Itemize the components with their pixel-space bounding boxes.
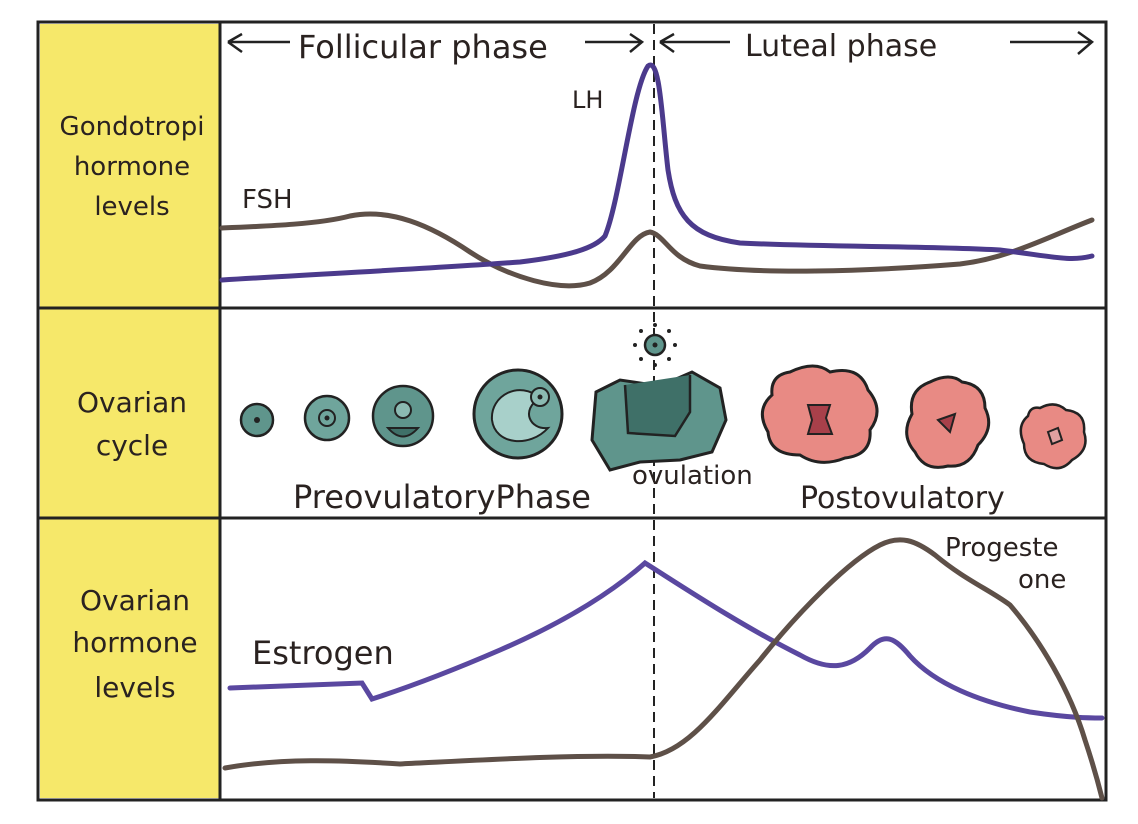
- ovarian-hormone-row-label: Ovarian hormone levels: [72, 584, 197, 704]
- primordial-follicle-icon: [239, 402, 275, 438]
- follicular-phase-label: Follicular phase: [298, 28, 548, 66]
- label-line: cycle: [96, 429, 168, 462]
- label-line: levels: [94, 671, 175, 704]
- ovulation-label: ovulation: [632, 461, 753, 491]
- label-line: levels: [94, 192, 169, 222]
- gonadotropic-row-label: Gondotropi hormone levels: [60, 112, 205, 222]
- lh-curve: [219, 62, 1095, 283]
- label-line: Ovarian: [77, 386, 187, 419]
- luteal-phase-arrow: [659, 30, 1095, 55]
- tertiary-follicle-icon: [472, 368, 564, 460]
- progesterone-label-line-1: Progeste: [945, 533, 1058, 563]
- luteal-phase-label: Luteal phase: [745, 29, 937, 64]
- progesterone-curve: [222, 537, 1105, 801]
- fsh-curve: [219, 211, 1095, 289]
- ovarian-cycle-row-label: Ovarian cycle: [77, 386, 187, 462]
- released-oocyte-icon: [633, 323, 677, 367]
- follicular-phase-arrow: [227, 32, 645, 54]
- corpus-albicans-icon: [1019, 403, 1087, 470]
- ruptured-follicle-icon: [590, 370, 728, 472]
- label-line: hormone: [74, 152, 190, 182]
- primary-follicle-icon: [303, 394, 351, 442]
- progesterone-label-line-2: one: [1018, 565, 1066, 595]
- label-line: hormone: [72, 626, 197, 659]
- fsh-label: FSH: [242, 185, 293, 215]
- preovulatory-phase-label: PreovulatoryPhase: [293, 478, 591, 516]
- secondary-follicle-icon: [371, 384, 435, 448]
- label-line: Gondotropi: [60, 112, 205, 142]
- label-column: [40, 24, 220, 798]
- label-line: Ovarian: [80, 584, 190, 617]
- postovulatory-label: Postovulatory: [800, 481, 1005, 516]
- corpus-luteum-large-icon: [760, 364, 879, 464]
- estrogen-label: Estrogen: [252, 634, 394, 672]
- corpus-luteum-medium-icon: [905, 375, 991, 469]
- estrogen-curve: [227, 559, 1105, 721]
- lh-label: LH: [572, 86, 603, 114]
